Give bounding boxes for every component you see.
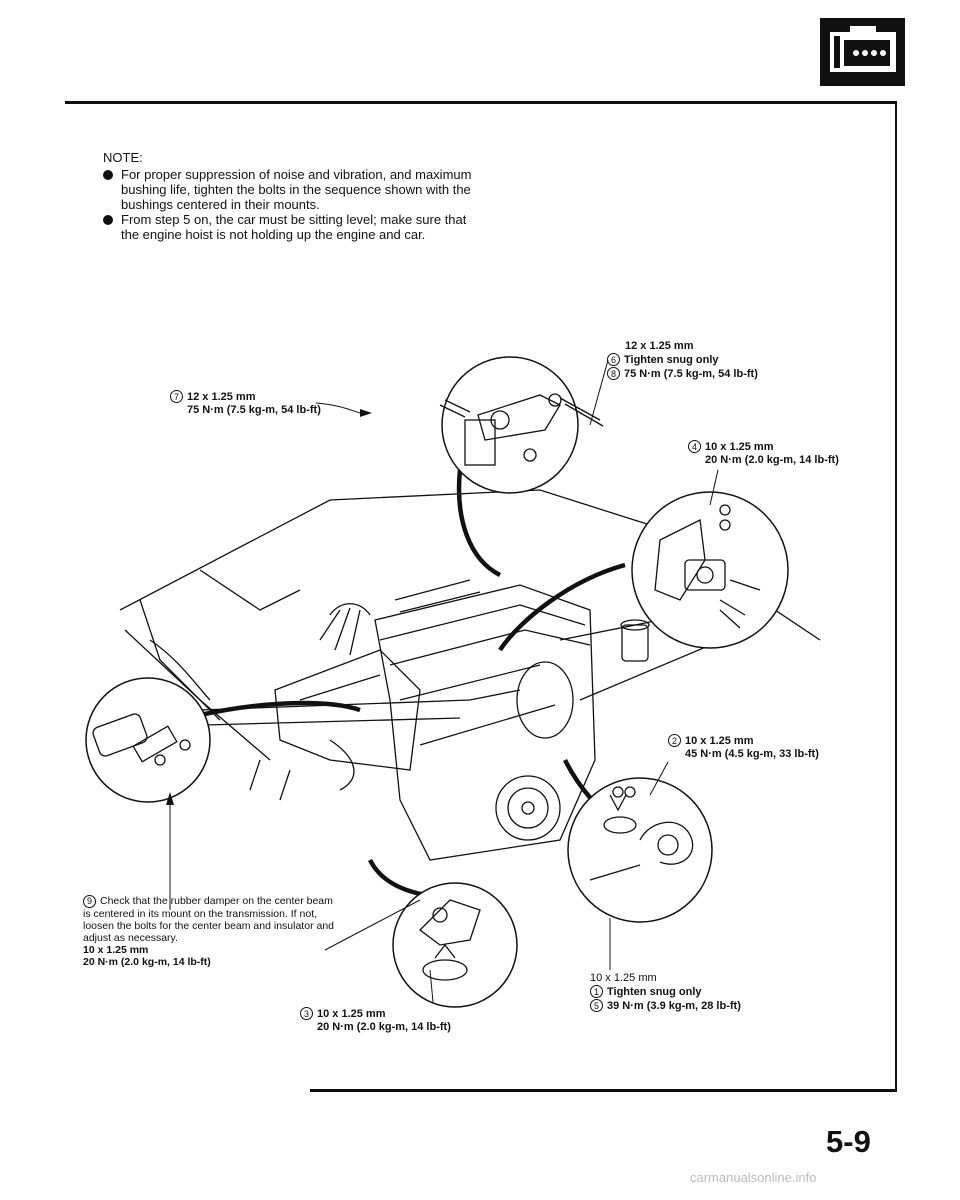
- step-number: 8: [607, 367, 620, 380]
- callout-6-8: 12 x 1.25 mm 6 Tighten snug only 8 75 N·m …: [607, 340, 758, 381]
- step-number: 1: [590, 985, 603, 998]
- footer-watermark: carmanualsonline.info: [690, 1170, 817, 1185]
- note-item: From step 5 on, the car must be sitting …: [103, 212, 473, 242]
- bolt-size: 10 x 1.25 mm: [317, 1008, 386, 1020]
- torque-spec: 75 N·m (7.5 kg-m, 54 lb-ft): [624, 368, 758, 380]
- torque-spec: 20 N·m (2.0 kg-m, 14 lb-ft): [705, 454, 839, 466]
- bolt-size: 10 x 1.25 mm: [83, 944, 149, 956]
- bottom-rule: [310, 1089, 897, 1092]
- torque-spec: 45 N·m (4.5 kg-m, 33 lb-ft): [685, 748, 819, 760]
- callout-7: 7 12 x 1.25 mm 75 N·m (7.5 kg-m, 54 lb-ft…: [170, 390, 321, 417]
- callout-4: 4 10 x 1.25 mm 20 N·m (2.0 kg-m, 14 lb-ft…: [688, 440, 839, 467]
- torque-spec: Tighten snug only: [624, 354, 719, 366]
- torque-spec: 20 N·m (2.0 kg-m, 14 lb-ft): [83, 956, 211, 968]
- note-heading: NOTE:: [103, 150, 143, 165]
- callout-2: 2 10 x 1.25 mm 45 N·m (4.5 kg-m, 33 lb-ft…: [668, 734, 819, 761]
- note-block: NOTE: For proper suppression of noise an…: [103, 150, 473, 242]
- torque-spec: Tighten snug only: [607, 986, 702, 998]
- engine-block-icon: [820, 18, 905, 86]
- bolt-size: 12 x 1.25 mm: [625, 340, 694, 352]
- step-number: 4: [688, 440, 701, 453]
- step-number: 7: [170, 390, 183, 403]
- bolt-size: 10 x 1.25 mm: [705, 441, 774, 453]
- torque-spec: 39 N·m (3.9 kg-m, 28 lb-ft): [607, 1000, 741, 1012]
- torque-spec: 20 N·m (2.0 kg-m, 14 lb-ft): [317, 1021, 451, 1033]
- step-number: 3: [300, 1007, 313, 1020]
- step-number: 9: [83, 895, 96, 908]
- bolt-size: 10 x 1.25 mm: [685, 735, 754, 747]
- check-text: Check that the rubber damper on the cent…: [83, 895, 334, 944]
- step-number: 2: [668, 734, 681, 747]
- bolt-size: 10 x 1.25 mm: [590, 972, 657, 984]
- torque-spec: 75 N·m (7.5 kg-m, 54 lb-ft): [187, 404, 321, 416]
- right-rule: [895, 101, 897, 1091]
- note-item: For proper suppression of noise and vibr…: [103, 167, 473, 212]
- callout-1-5: 10 x 1.25 mm 1 Tighten snug only 5 39 N·m …: [590, 972, 741, 1013]
- callout-3: 3 10 x 1.25 mm 20 N·m (2.0 kg-m, 14 lb-ft…: [300, 1007, 451, 1034]
- top-rule: [65, 101, 895, 104]
- bolt-size: 12 x 1.25 mm: [187, 391, 256, 403]
- step-number: 5: [590, 999, 603, 1012]
- note-list: For proper suppression of noise and vibr…: [103, 167, 473, 242]
- page-number: 5-9: [826, 1124, 871, 1159]
- step-number: 6: [607, 353, 620, 366]
